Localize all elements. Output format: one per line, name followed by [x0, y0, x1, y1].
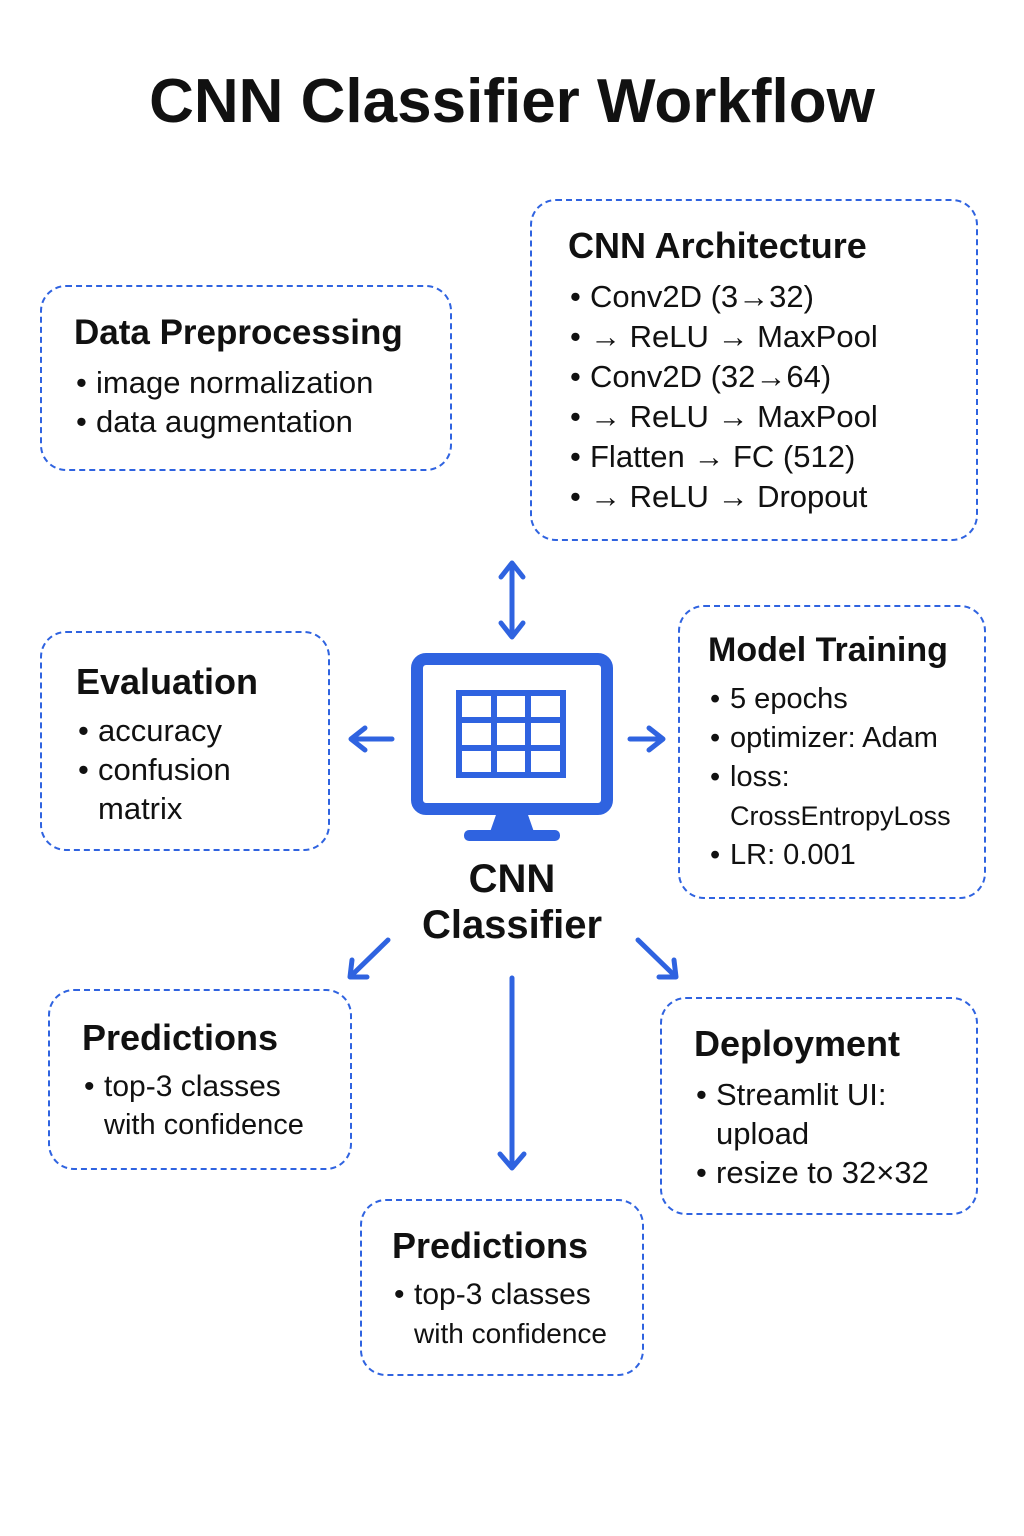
- model-training-heading: Model Training: [708, 631, 948, 669]
- list-item: •5 epochs: [710, 683, 848, 715]
- list-item: •top-3 classes: [84, 1070, 281, 1103]
- list-item: •confusion: [78, 752, 231, 787]
- center-label-line1: CNN: [468, 857, 556, 901]
- predictions-left-list: •top-3 classes with confidence: [82, 1067, 350, 1145]
- list-item: •LR: 0.001: [710, 839, 856, 871]
- monitor-grid-icon: [411, 653, 613, 841]
- data-preprocessing-box: Data Preprocessing •image normalization …: [40, 285, 452, 471]
- arrow-up-down-architecture: [498, 560, 526, 640]
- list-item: •image normalization: [76, 365, 374, 400]
- list-item: •data augmentation: [76, 404, 353, 439]
- list-item: •resize to 32×32: [696, 1155, 929, 1190]
- list-item: matrix: [98, 791, 183, 826]
- list-item: •→ ReLU → MaxPool: [570, 399, 878, 434]
- diagram-title: CNN Classifier Workflow: [149, 67, 875, 136]
- model-training-list: •5 epochs •optimizer: Adam •loss: CrossE…: [708, 680, 984, 875]
- center-label: CNN Classifier: [392, 856, 632, 948]
- arrow-down-left-predictions: [347, 937, 391, 980]
- list-item: with confidence: [104, 1109, 304, 1141]
- list-item: •accuracy: [78, 713, 223, 748]
- list-item: •Flatten → FC (512): [570, 439, 856, 474]
- data-preprocessing-list: •image normalization •data augmentation: [74, 363, 450, 441]
- list-item: •top-3 classes: [394, 1278, 591, 1311]
- arrow-right-training: [627, 725, 666, 753]
- list-item: •loss:: [710, 761, 790, 793]
- arrow-left-evaluation: [348, 725, 395, 753]
- predictions-bottom-heading: Predictions: [392, 1225, 589, 1266]
- arrow-down-right-deployment: [635, 937, 679, 980]
- cnn-architecture-heading: CNN Architecture: [568, 225, 867, 266]
- list-item: •Streamlit UI:: [696, 1077, 887, 1112]
- predictions-bottom-list: •top-3 classes with confidence: [392, 1275, 642, 1353]
- deployment-heading: Deployment: [694, 1023, 901, 1064]
- list-item: •Conv2D (3→32): [570, 279, 814, 314]
- predictions-left-box: Predictions •top-3 classes with confiden…: [48, 989, 352, 1170]
- evaluation-box: Evaluation •accuracy •confusion matrix: [40, 631, 330, 851]
- arrow-down-predictions-bottom: [497, 975, 527, 1171]
- list-item: •→ ReLU → MaxPool: [570, 319, 878, 354]
- deployment-list: •Streamlit UI: upload •resize to 32×32: [694, 1075, 976, 1192]
- cnn-architecture-list: •Conv2D (3→32) •→ ReLU → MaxPool •Conv2D…: [568, 277, 976, 517]
- cnn-architecture-box: CNN Architecture •Conv2D (3→32) •→ ReLU …: [530, 199, 978, 541]
- data-preprocessing-heading: Data Preprocessing: [74, 313, 403, 352]
- model-training-box: Model Training •5 epochs •optimizer: Ada…: [678, 605, 986, 899]
- list-item: upload: [716, 1116, 810, 1151]
- list-item: •→ ReLU → Dropout: [570, 479, 868, 514]
- list-item: •optimizer: Adam: [710, 722, 938, 754]
- list-item: CrossEntropyLoss: [730, 801, 951, 831]
- evaluation-list: •accuracy •confusion matrix: [76, 711, 328, 828]
- predictions-bottom-box: Predictions •top-3 classes with confiden…: [360, 1199, 644, 1376]
- list-item: with confidence: [414, 1318, 608, 1349]
- center-label-line2: Classifier: [421, 903, 603, 947]
- list-item: •Conv2D (32→64): [570, 359, 832, 394]
- deployment-box: Deployment •Streamlit UI: upload •resize…: [660, 997, 978, 1215]
- evaluation-heading: Evaluation: [76, 661, 259, 702]
- predictions-left-heading: Predictions: [82, 1017, 279, 1058]
